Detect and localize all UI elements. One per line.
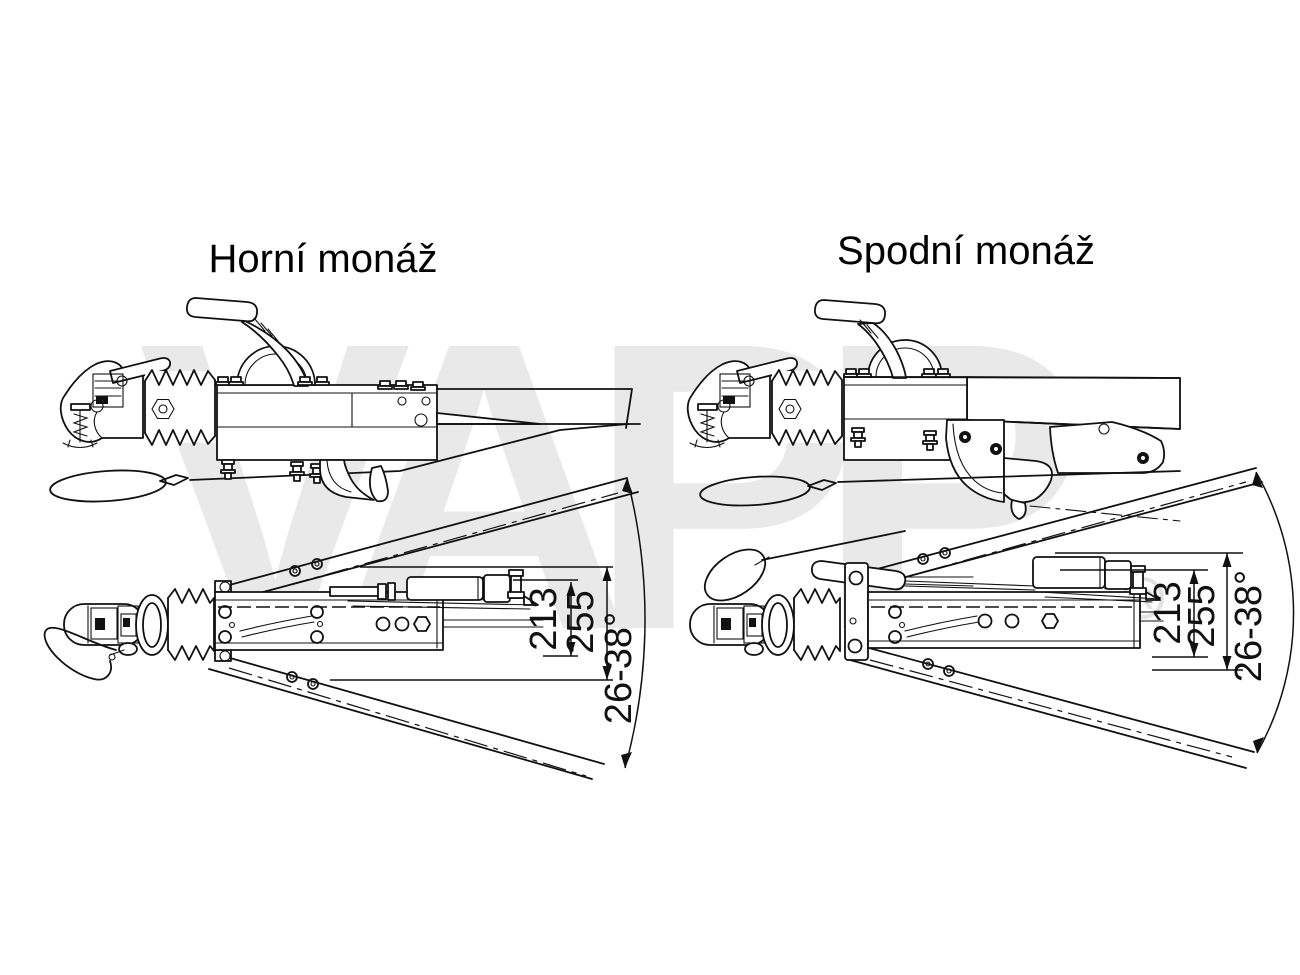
right-side-view-drawing <box>686 299 1181 522</box>
right-diagram-title: Spodní monáž <box>837 229 1095 273</box>
right-dim-213: 213 <box>1147 581 1189 644</box>
left-plan-view-drawing: 213 255 26-38° <box>43 477 646 780</box>
left-dim-255: 255 <box>560 590 602 653</box>
right-dim-angle: 26-38° <box>1228 570 1270 682</box>
left-dim-213: 213 <box>523 587 565 650</box>
left-side-view-drawing <box>49 297 641 503</box>
left-diagram-title: Horní monáž <box>209 237 438 281</box>
right-dim-255: 255 <box>1181 584 1223 647</box>
left-dimension-callouts: 213 255 26-38° <box>330 477 646 769</box>
left-dim-angle: 26-38° <box>598 612 640 724</box>
right-dimension-callouts: 213 255 26-38° <box>1055 471 1295 754</box>
right-plan-view-drawing: 213 255 26-38° <box>689 467 1295 769</box>
